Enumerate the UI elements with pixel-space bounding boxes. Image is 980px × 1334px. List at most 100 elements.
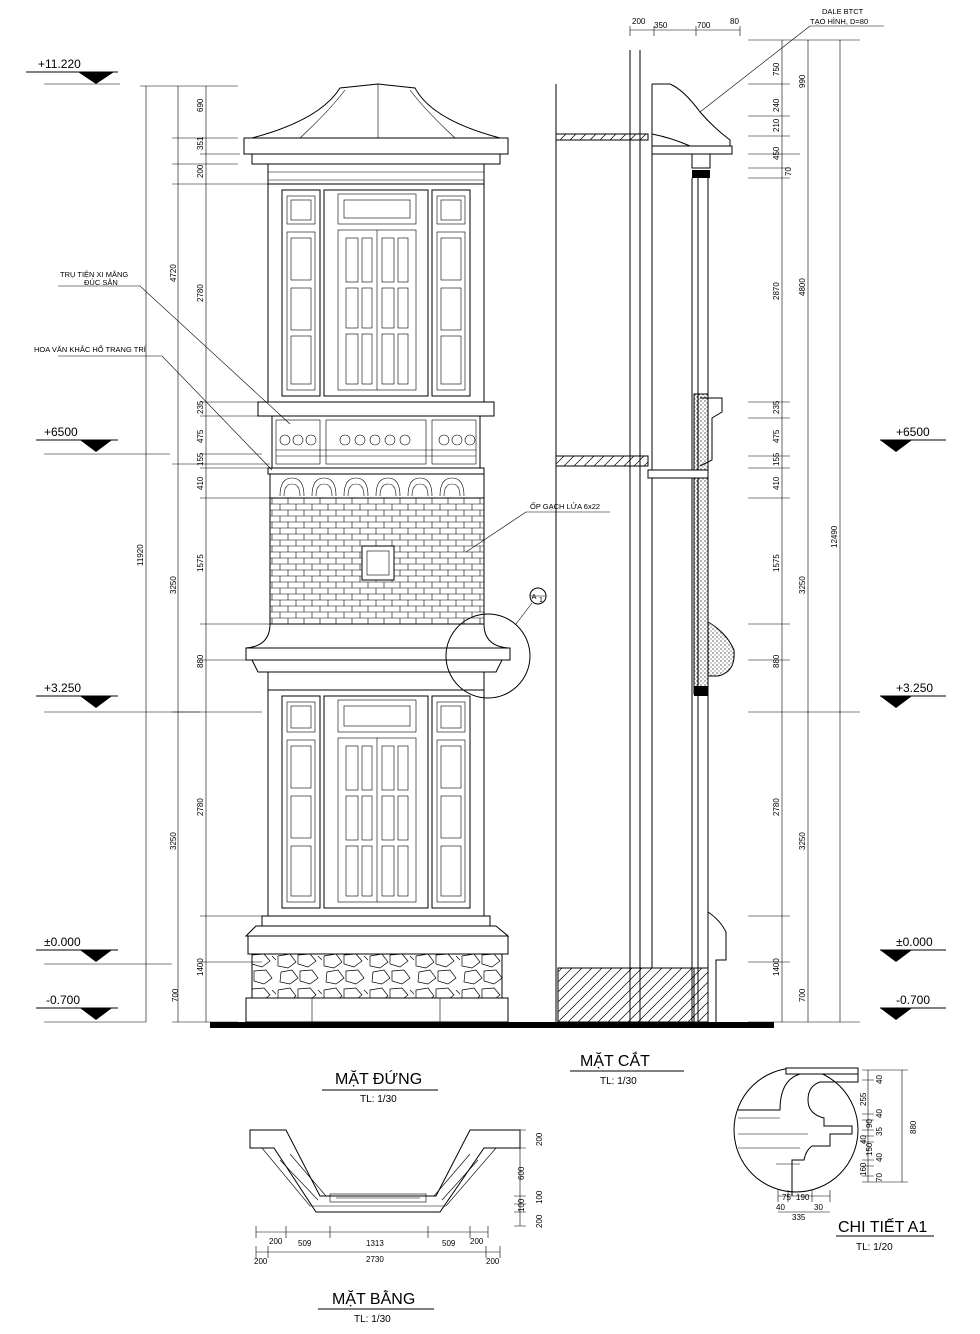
level-label: +6500 [44,425,78,439]
dim-text: 40 [875,1153,884,1162]
level-marker-ground: ±0.000 [36,935,172,965]
dim-text: 410 [196,476,205,490]
dim-text: 200 [269,1237,283,1246]
dim-text: 4720 [169,264,178,282]
dim-text: 160 [859,1162,868,1176]
dim-text: 509 [298,1239,312,1248]
level-marker-floor1: +3.250 [36,681,200,713]
elevation-view [58,83,774,1028]
level-label: ±0.000 [44,935,81,949]
note-brick: ỐP GẠCH LỬA 6x22 [530,501,600,511]
dim-text: 700 [697,21,711,30]
level-label: +3.250 [44,681,81,695]
scale-detail: TL: 1/20 [856,1242,893,1253]
dim-text: 235 [196,400,205,414]
dim-text: 880 [909,1120,918,1134]
dim-text: 3250 [798,832,807,850]
level-marker-floor2-right: +6500 [880,425,946,452]
dim-text: 11920 [136,544,145,566]
dim-text: 2730 [366,1255,384,1264]
dim-text: 100 [535,1190,544,1204]
section-dim-texts: 200 350 700 80 750 240 210 450 70 2870 2… [632,7,868,1002]
level-label: +6500 [896,425,930,439]
level-label: -0.700 [46,993,80,1007]
dim-text: 235 [772,400,781,414]
elevation-dim-texts: 690 351 200 2780 235 475 155 410 1575 88… [136,98,205,1002]
dim-text: 200 [632,17,646,26]
dim-text: 880 [196,654,205,668]
elevation-notes: TRỤ TIỆN XI MĂNG ĐÚC SẴN HOA VĂN KHẮC HỔ… [34,270,600,604]
roof [251,83,501,139]
dim-text: 40 [875,1109,884,1118]
note-slab-1: DALE BTCT [822,7,864,16]
dim-text: 155 [196,452,205,466]
scale-plan: TL: 1/30 [354,1314,391,1325]
view-titles: MẶT ĐỨNG TL: 1/30 MẶT CẮT TL: 1/30 MẶT B… [318,1051,927,1325]
dim-text: 450 [772,146,781,160]
dim-text: 2780 [196,284,205,302]
callout-number: 1 [539,595,543,604]
detail-a1-view [733,1067,934,1237]
dim-text: 155 [772,452,781,466]
dim-text: 80 [730,17,739,26]
dim-text: 351 [196,136,205,150]
scale-section: TL: 1/30 [600,1076,637,1087]
section-foundation [557,967,695,1023]
level-marker-top: +11.220 [26,57,120,85]
dim-text: 2870 [772,282,781,300]
dim-text: 200 [535,1214,544,1228]
level-marker-ground-right: ±0.000 [880,935,946,962]
dim-text: 200 [196,164,205,178]
dim-text: 30 [814,1203,823,1212]
dim-text: 990 [798,74,807,88]
note-slab-2: TẠO HÌNH, D=80 [810,17,868,26]
dim-text: 35 [875,1127,884,1136]
dim-text: 509 [442,1239,456,1248]
title-elevation: MẶT ĐỨNG [335,1069,422,1088]
dim-text: 4800 [798,278,807,296]
note-pillar-1: TRỤ TIỆN XI MĂNG [60,270,128,279]
title-plan: MẶT BẰNG [332,1289,415,1308]
dim-text: 2780 [196,798,205,816]
dim-text: 75 [782,1193,791,1202]
level-marker-base: -0.700 [36,993,146,1023]
dim-text: 410 [772,476,781,490]
dim-text: 1400 [196,958,205,976]
level-label: +11.220 [38,57,81,71]
level-label: +3.250 [896,681,933,695]
dim-text: 475 [772,429,781,443]
title-section: MẶT CẮT [580,1051,650,1070]
dim-text: 210 [772,118,781,132]
detail-dim-texts: 40 255 40 90 35 40 150 40 160 70 880 75 … [776,1075,918,1222]
callout-letter: A [531,592,536,601]
note-pillar-2: ĐÚC SẴN [84,278,118,287]
dim-text: 690 [196,98,205,112]
dim-text: 350 [654,21,668,30]
dim-text: 1313 [366,1239,384,1248]
right-level-markers: +6500 +3.250 ±0.000 -0.700 [880,425,946,1020]
scale-elevation: TL: 1/30 [360,1094,397,1105]
dim-text: 3250 [798,576,807,594]
dim-text: 700 [171,988,180,1002]
dim-text: 475 [196,429,205,443]
dim-text: 12490 [830,525,839,548]
plan-dim-texts: 200 509 1313 509 200 200 2730 200 200 60… [254,1132,544,1266]
plan-view [249,1129,526,1258]
level-marker-floor1-right: +3.250 [880,681,946,708]
note-pattern: HOA VĂN KHẮC HỔ TRANG TRÍ [34,345,147,354]
dim-text: 90 [865,1119,874,1128]
dim-text: 335 [792,1213,806,1222]
dim-text: 240 [772,98,781,112]
dim-text: 200 [486,1257,500,1266]
level-label: -0.700 [896,993,930,1007]
dim-text: 700 [798,988,807,1002]
dim-text: 200 [535,1132,544,1146]
dim-text: 3250 [169,576,178,594]
level-marker-base-right: -0.700 [880,993,946,1020]
dim-text: 200 [470,1237,484,1246]
dim-text: 750 [772,62,781,76]
dim-text: 1400 [772,958,781,976]
detail-callout-circle [445,613,531,699]
dim-text: 40 [859,1135,868,1144]
